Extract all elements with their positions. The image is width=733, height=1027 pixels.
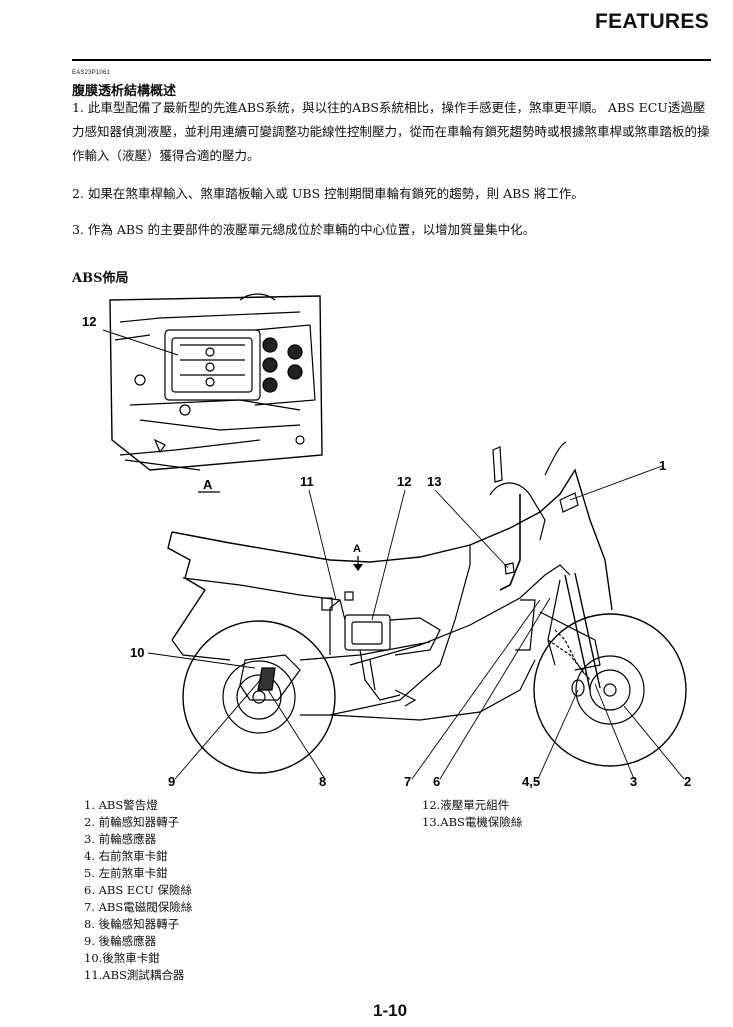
callout-10: 10 [130, 645, 144, 660]
callout-8: 8 [319, 774, 326, 789]
legend-item: 3. 前輪感應器 [84, 832, 157, 846]
leader-lines [147, 465, 685, 780]
legend-item: 2. 前輪感知器轉子 [84, 815, 180, 829]
layout-title: ABS佈局 [72, 271, 129, 286]
callout-2: 2 [684, 774, 691, 789]
legend-item: 11.ABS測試耦合器 [84, 968, 185, 982]
legend-item: 1. ABS警告燈 [84, 798, 158, 812]
legend-item: 13.ABS電機保險絲 [422, 815, 523, 829]
legend-left: 1. ABS警告燈 2. 前輪感知器轉子 3. 前輪感應器 4. 右前煞車卡鉗 … [84, 797, 192, 984]
legend-item: 7. ABS電磁閥保險絲 [84, 900, 193, 914]
legend-item: 5. 左前煞車卡鉗 [84, 866, 168, 880]
legend-item: 9. 後輪感應器 [84, 934, 157, 948]
callout-4-5: 4,5 [522, 774, 540, 789]
paragraph-2: 2. 如果在煞車桿輸入、煞車踏板輸入或 UBS 控制期間車輪有鎖死的趨勢，則 A… [72, 186, 584, 201]
page-number: 1-10 [373, 1001, 408, 1020]
view-a-arrow-label: A [353, 543, 361, 555]
callout-6: 6 [433, 774, 440, 789]
legend-item: 10.後煞車卡鉗 [84, 951, 160, 965]
header-rule [72, 59, 711, 61]
paragraph-1: 1. 此車型配備了最新型的先進ABS系統，與以往的ABS系統相比，操作手感更佳，… [72, 100, 710, 163]
legend-item: 8. 後輪感知器轉子 [84, 917, 180, 931]
legend-item: 4. 右前煞車卡鉗 [84, 849, 168, 863]
callout-9: 9 [168, 774, 175, 789]
document-code: EAS23P1061 [72, 70, 111, 76]
callout-13: 13 [427, 474, 441, 489]
callout-1: 1 [659, 458, 666, 473]
callout-11: 11 [300, 474, 314, 489]
legend-item: 12.液壓單元組件 [422, 798, 510, 812]
inset-hydraulic-unit-view [102, 293, 323, 493]
callout-3: 3 [630, 774, 637, 789]
callout-12-inset: 12 [82, 314, 96, 329]
page-header-title: FEATURES [594, 10, 709, 33]
view-a-label: A [203, 477, 213, 492]
legend-item: 6. ABS ECU 保險絲 [84, 883, 192, 897]
legend-right: 12.液壓單元組件 13.ABS電機保險絲 [422, 797, 522, 831]
paragraph-3: 3. 作為 ABS 的主要部件的液壓單元總成位於車輛的中心位置，以增加質量集中化… [72, 222, 536, 237]
motorcycle-outline [167, 441, 687, 774]
section-title: 腹膜透析結構概述 [72, 84, 177, 99]
callout-12: 12 [397, 474, 411, 489]
callout-7: 7 [404, 774, 411, 789]
